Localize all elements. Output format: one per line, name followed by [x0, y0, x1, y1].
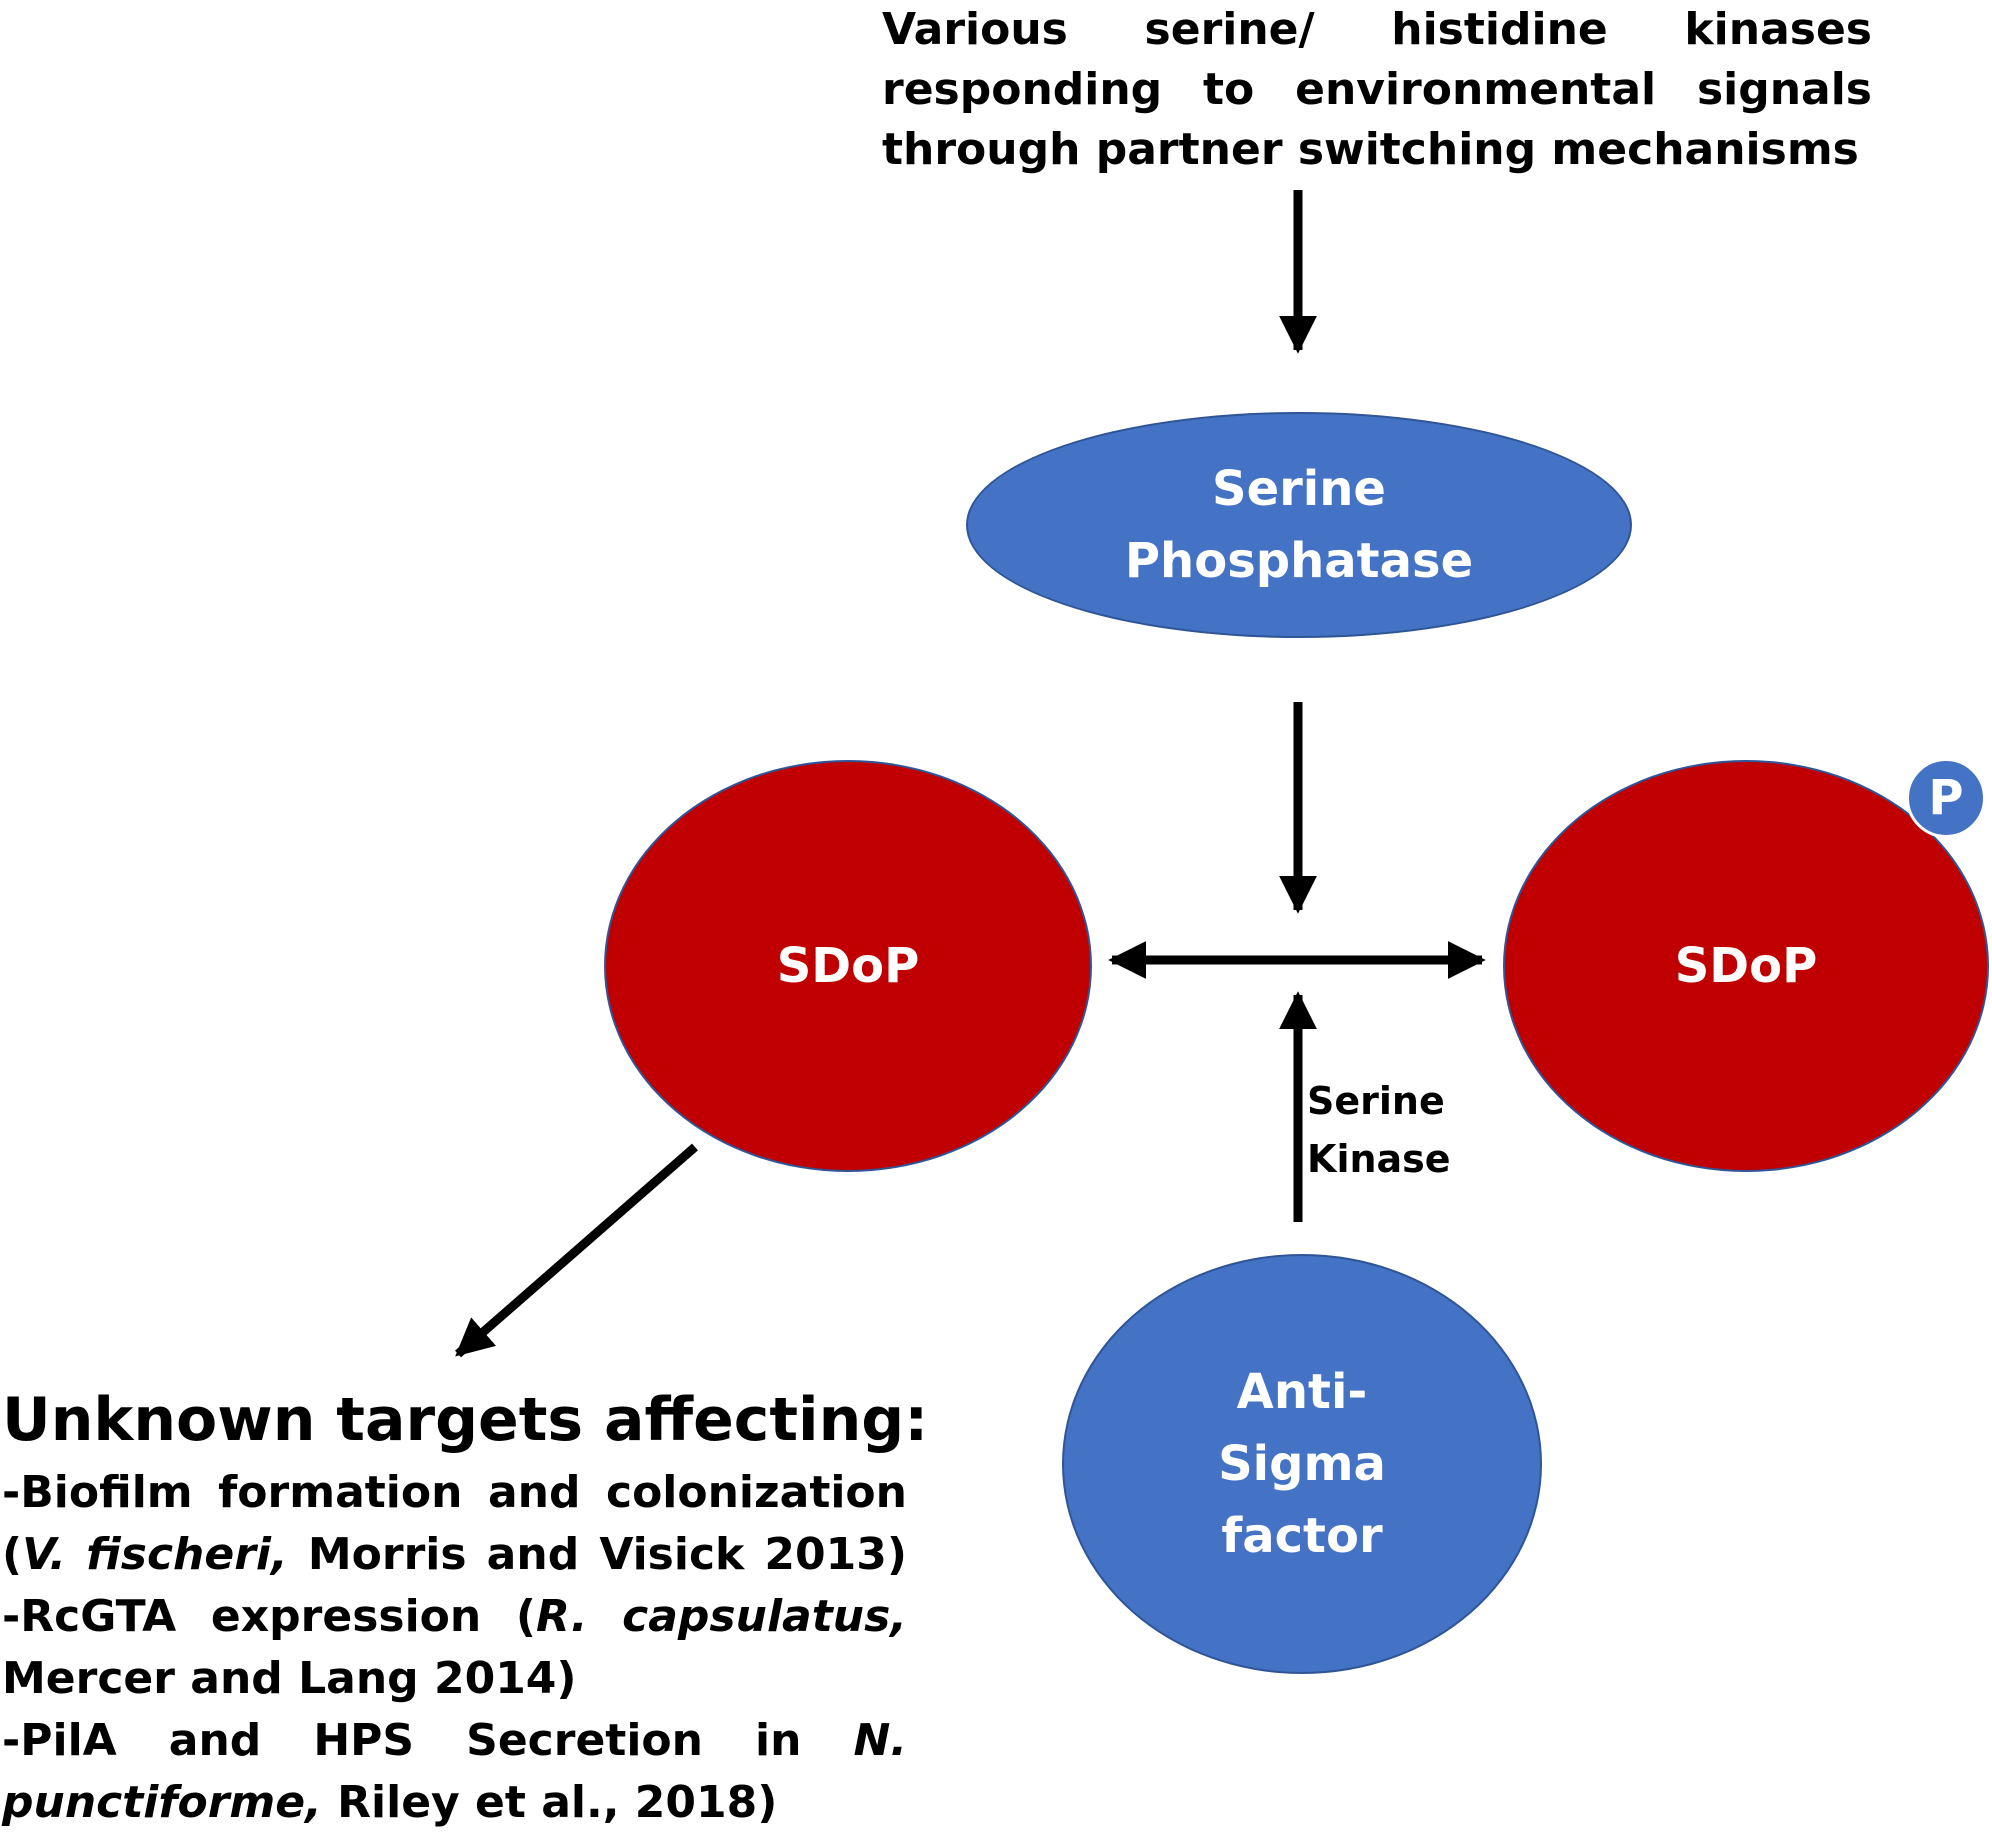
- target-item-3-line-2: punctiforme, Riley et al., 2018): [2, 1772, 907, 1834]
- sdop-left-node: SDoP: [604, 760, 1092, 1172]
- top-description-line-3: through partner switching mechanisms: [882, 124, 1859, 175]
- targets-heading: Unknown targets affecting:: [2, 1385, 929, 1455]
- target-item-3-genus: N.: [853, 1715, 907, 1766]
- target-item-1-paren: (: [2, 1529, 23, 1580]
- target-item-1-citation: Morris and Visick 2013): [287, 1529, 907, 1580]
- target-item-3-species: punctiforme,: [2, 1777, 322, 1828]
- target-item-3-line-1: -PilA and HPS Secretion in N.: [2, 1710, 907, 1772]
- target-item-1-line-2: (V. fischeri, Morris and Visick 2013): [2, 1524, 907, 1586]
- anti-sigma-label-line-1: Anti-: [1236, 1364, 1368, 1420]
- target-item-2-text: -RcGTA expression (: [2, 1591, 537, 1642]
- serine-phosphatase-label-line-2: Phosphatase: [1124, 533, 1474, 589]
- sdop-right-node: SDoP: [1503, 760, 1989, 1172]
- anti-sigma-label-line-3: factor: [1221, 1508, 1383, 1564]
- arrow-sdop-to-targets: [455, 1143, 698, 1358]
- anti-sigma-factor-node: Anti- Sigma factor: [1062, 1254, 1542, 1674]
- target-item-1-species: V. fischeri,: [22, 1529, 288, 1580]
- target-item-1-line-1: -Biofilm formation and colonization: [2, 1467, 907, 1518]
- serine-phosphatase-label-line-1: Serine: [1212, 461, 1386, 517]
- top-description-line-1: Various serine/ histidine kinases: [882, 4, 1872, 55]
- targets-list: -Biofilm formation and colonization (V. …: [2, 1462, 907, 1834]
- serine-kinase-label: Serine Kinase: [1307, 1072, 1451, 1188]
- serine-phosphatase-node: Serine Phosphatase: [966, 412, 1632, 638]
- target-item-3-text: -PilA and HPS Secretion in: [2, 1715, 854, 1766]
- target-item-2-species: R. capsulatus,: [536, 1591, 907, 1642]
- target-item-2-line-1: -RcGTA expression (R. capsulatus,: [2, 1586, 907, 1648]
- serine-kinase-label-line-1: Serine: [1307, 1079, 1445, 1123]
- target-item-2-line-2: Mercer and Lang 2014): [2, 1653, 577, 1704]
- sdop-left-label: SDoP: [776, 938, 920, 994]
- serine-kinase-label-line-2: Kinase: [1307, 1137, 1451, 1181]
- target-item-3-citation: Riley et al., 2018): [321, 1777, 778, 1828]
- anti-sigma-label-line-2: Sigma: [1218, 1436, 1386, 1492]
- phosphate-badge-label: P: [1928, 770, 1964, 826]
- phosphate-badge: P: [1906, 758, 1986, 838]
- sdop-right-label: SDoP: [1674, 938, 1818, 994]
- top-description-line-2: responding to environmental signals: [882, 64, 1872, 115]
- top-description: Various serine/ histidine kinases respon…: [882, 0, 1872, 180]
